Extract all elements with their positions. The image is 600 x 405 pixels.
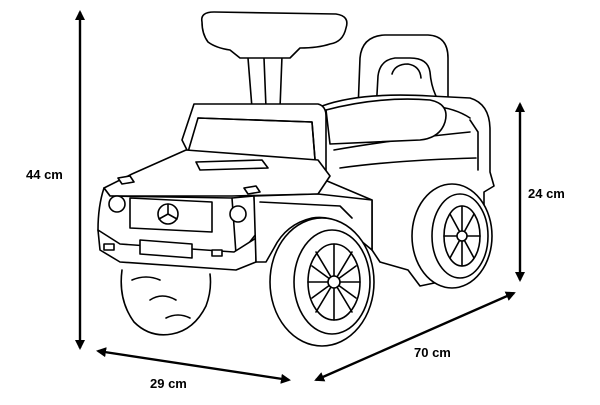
windshield: [181, 103, 327, 173]
ride-on-car: [97, 11, 495, 347]
length-label: 70 cm: [414, 345, 451, 360]
height-total-label: 44 cm: [26, 167, 63, 182]
hood: [103, 149, 331, 197]
length-arrow: [314, 291, 516, 382]
front-bumper: [97, 229, 257, 271]
steering-wheel: [200, 11, 348, 119]
left-headlight: [108, 195, 126, 213]
backrest: [357, 34, 449, 113]
rear-wheel: [411, 183, 493, 289]
height-seat-label: 24 cm: [528, 186, 565, 201]
front-left-wheel: [120, 269, 212, 336]
front-right-wheel: [269, 217, 375, 347]
front-face: [97, 187, 257, 263]
right-headlight: [229, 205, 247, 223]
width-label: 29 cm: [150, 376, 187, 391]
star-emblem-icon: [157, 203, 179, 225]
seat: [325, 98, 447, 145]
dimension-arrows: [75, 9, 525, 384]
width-arrow: [96, 347, 291, 384]
